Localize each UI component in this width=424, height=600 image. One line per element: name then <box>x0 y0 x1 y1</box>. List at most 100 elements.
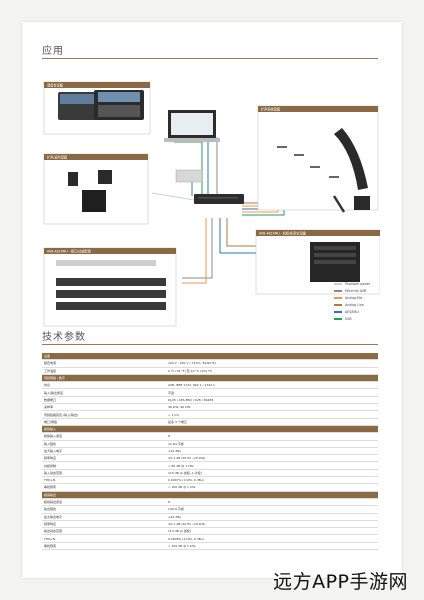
legend-item: AES/EBU <box>334 308 384 315</box>
tower-panel <box>257 105 379 211</box>
avb-interface-unit <box>194 194 244 204</box>
spec-row: 共模抑制> 80 dB @ 1 kHz <box>42 461 378 470</box>
spec-value: 115 dB (A 加权, A 计权) <box>166 469 378 478</box>
spec-value: +22 dBu <box>166 447 378 456</box>
bottom-left-panel <box>43 247 177 327</box>
spec-value <box>166 425 378 434</box>
spec-label: 数据端口 <box>42 396 166 405</box>
rack-unit-4 <box>56 302 166 310</box>
spec-row: 输入/输出通道可选 <box>42 388 378 397</box>
legend-label: USB <box>345 316 352 321</box>
spec-value: 可选 <box>166 388 378 397</box>
watermark: 远方APP手游网 <box>273 571 408 593</box>
bottom-right-header <box>256 230 380 236</box>
legend-label: AES/EBU <box>345 309 359 314</box>
console-screen-1 <box>60 94 96 104</box>
spec-value: > 100 dB @ 1 kHz <box>166 483 378 492</box>
spec-value: RJ-45 / AES-EBU / AVB / RS485 <box>166 396 378 405</box>
spec-row: 最大输入电平+22 dBu <box>42 447 378 456</box>
spec-label: 采样率 <box>42 403 166 412</box>
spec-value: < 1 ms <box>166 410 378 419</box>
spec-row: 频率响应±0.1 dB (20 Hz - 20 kHz) <box>42 520 378 529</box>
spec-value: 8 <box>166 498 378 507</box>
legend-label: Analog Mic <box>345 295 363 300</box>
microphone-4 <box>329 176 339 178</box>
laptop-display <box>171 113 213 135</box>
analog-mic-3 <box>182 218 207 284</box>
rack-unit-3 <box>56 290 166 298</box>
spec-label: 输出阻抗 <box>42 505 166 514</box>
spec-value: 100 Ω 平衡 <box>166 505 378 514</box>
rack-unit-1 <box>56 260 156 266</box>
section-title-application: 应用 <box>42 46 64 57</box>
legend-label: Ethernet AVB <box>345 288 367 293</box>
spec-value: 0.0008% (1 kHz, 0 dBu) <box>166 534 378 543</box>
spec-value: > 100 dB @ 1 kHz <box>166 542 378 551</box>
spec-category-row: 模拟输入 <box>42 425 378 434</box>
spec-value: 8 <box>166 432 378 441</box>
spec-row: 端口/网络最多 4 个端口 <box>42 418 378 426</box>
legend-item: Analog Mic <box>334 294 384 301</box>
diagram-svg: 调音台设备 扩声系统音箱 扩声/返听音箱 <box>43 81 381 327</box>
document-page: 应用 调音台设备 <box>22 22 402 578</box>
spec-value: 0 °C (32 °F) 至 40 °C (104 °F) <box>166 367 378 375</box>
usb-hub <box>175 169 203 183</box>
stage-speaker-2 <box>98 170 112 184</box>
spec-value <box>166 353 378 361</box>
bottom-left-title: AVB-4824MU · 接口/功放配置 <box>47 249 91 254</box>
stage-speaker-1 <box>68 172 78 186</box>
console-screen-2 <box>98 92 140 102</box>
legend-swatch <box>334 296 342 299</box>
spec-label: 音频链路延迟 (输入/输出) <box>42 410 166 419</box>
stage-sub <box>82 190 106 212</box>
spec-category-row: 设备 <box>42 353 378 361</box>
stage-panel <box>43 153 149 225</box>
cable-legend: Phantom power Ethernet AVB Analog Mic An… <box>334 280 384 322</box>
stage-panel-title: 扩声/返听音箱 <box>47 155 68 160</box>
spec-label: 模拟输入 <box>42 425 166 434</box>
legend-swatch <box>334 282 342 285</box>
spec-label: THD+N <box>42 476 166 485</box>
spec-row: 串扰隔离> 100 dB @ 1 kHz <box>42 542 378 551</box>
spec-label: 输入阻抗 <box>42 440 166 448</box>
spec-label: 额定电源 <box>42 359 166 368</box>
spec-label: 最大输入电平 <box>42 447 166 456</box>
spec-value: 100 V - 240 V / ±10%, 50/60 Hz <box>166 359 378 368</box>
legend-item: USB <box>334 315 384 322</box>
spec-value: +22 dBu <box>166 513 378 521</box>
subwoofer <box>354 196 370 210</box>
spec-category-row: 音频网络 / 数字 <box>42 374 378 383</box>
legend-swatch <box>334 317 342 320</box>
laptop-base <box>164 138 220 142</box>
legend-swatch <box>334 310 342 313</box>
microphone-2 <box>294 154 304 156</box>
spec-value: 0.0007% (1 kHz, 0 dBu) <box>166 476 378 485</box>
stage-panel-header <box>44 154 148 160</box>
legend-item: Ethernet AVB <box>334 287 384 294</box>
spec-label: 设备 <box>42 353 166 361</box>
spec-row: 频率响应±0.1 dB (20 Hz - 20 kHz) <box>42 454 378 463</box>
spec-row: 串扰隔离> 100 dB @ 1 kHz <box>42 483 378 492</box>
rack-slot-3 <box>314 260 356 264</box>
spec-value: ±0.1 dB (20 Hz - 20 kHz) <box>166 454 378 463</box>
bottom-right-title: AVB-4824MU · 机柜/机架式设备 <box>259 231 307 236</box>
spec-value: > 80 dB @ 1 kHz <box>166 461 378 470</box>
tower-panel-title: 扩声系统音箱 <box>261 107 281 112</box>
legend-swatch <box>334 289 342 292</box>
spec-label: 输出动态范围 <box>42 527 166 536</box>
spec-label: 串扰隔离 <box>42 483 166 492</box>
usb-line <box>174 141 203 194</box>
spec-value <box>166 491 378 499</box>
spec-label: 共模抑制 <box>42 461 166 470</box>
console-panel-title: 调音台设备 <box>47 83 64 88</box>
spec-label: 串扰隔离 <box>42 542 166 551</box>
legend-label: Analog Line <box>345 302 364 307</box>
spec-value: AVB, IEEE 1722, 802.1 / 1722.1 <box>166 381 378 390</box>
